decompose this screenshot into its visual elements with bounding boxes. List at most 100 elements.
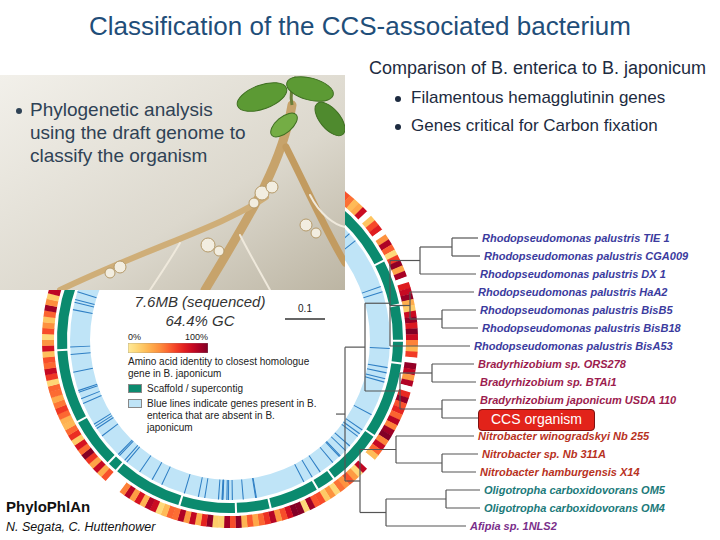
gene-line <box>320 447 334 463</box>
identity-heatmap-ring <box>406 334 418 340</box>
tree-branch <box>386 498 446 499</box>
legend-item: Blue lines indicate genes present in B. … <box>128 398 328 434</box>
node-label: Phylogenetic analysis using the draft ge… <box>30 99 255 167</box>
gene-line <box>218 480 220 500</box>
tree-branch <box>452 255 480 256</box>
taxon-label: Oligotropha carboxidovorans OM4 <box>484 501 665 515</box>
taxon-label: Rhodopseudomonas palustris HaA2 <box>478 285 667 299</box>
identity-heatmap-ring <box>42 334 54 340</box>
node-label: CCS organism <box>491 411 582 429</box>
tree-branch <box>446 507 480 508</box>
gene-line <box>253 478 257 498</box>
gene-line <box>331 436 346 451</box>
root <box>286 147 345 263</box>
gene-line <box>252 478 256 498</box>
rootlet <box>310 195 345 227</box>
bullet-item: Genes critical for Carbon fixation <box>395 116 710 136</box>
nodule <box>311 228 321 238</box>
gene-line <box>79 385 98 393</box>
tree-branch <box>400 372 432 373</box>
identity-heatmap-ring <box>224 516 230 528</box>
gene-line <box>366 373 386 379</box>
gene-line <box>294 464 304 482</box>
gene-line <box>222 480 224 500</box>
gene-line <box>119 441 134 456</box>
gene-line <box>370 347 390 349</box>
gene-line <box>70 346 90 348</box>
credit-text: PhyloPhlAn <box>6 498 90 516</box>
percent-label: 0% <box>128 332 141 343</box>
tree-branch <box>442 453 478 454</box>
gene-line <box>73 309 93 314</box>
taxon-label: Afipia sp. 1NLS2 <box>470 519 557 533</box>
gene-line <box>232 480 233 500</box>
gene-line <box>77 291 96 298</box>
legend-swatch <box>128 384 142 393</box>
bullet-item: Filamentous hemagglutinin genes <box>395 88 710 108</box>
tree-branch <box>360 512 386 513</box>
gene-line <box>126 447 140 463</box>
gene-line <box>96 417 113 429</box>
gene-line <box>221 480 223 500</box>
tree-branch <box>432 363 474 364</box>
tree-branch <box>390 260 420 261</box>
taxon-label: Oligotropha carboxidovorans OM5 <box>484 483 665 497</box>
nodule <box>300 219 312 231</box>
taxon-label: Bradyrhizobium sp. BTAi1 <box>480 375 617 389</box>
gene-line <box>343 422 360 435</box>
gene-line <box>362 286 381 294</box>
gene-line <box>78 384 97 391</box>
bullet-dot <box>395 124 401 130</box>
genome-stats: 7.6MB (sequenced)64.4% GC <box>100 292 300 330</box>
leaf <box>309 97 345 140</box>
tree-branch <box>442 399 476 400</box>
taxon-label: Rhodopseudomonas palustris BisB18 <box>482 321 681 335</box>
identity-heatmap-ring <box>42 345 54 352</box>
gene-line <box>118 440 133 455</box>
nodule <box>105 268 115 278</box>
gene-line <box>226 480 227 500</box>
tree-branch <box>396 462 442 463</box>
credit-text: N. Segata, C. Huttenhower <box>6 520 155 535</box>
gene-line <box>198 477 203 497</box>
gene-line <box>71 352 91 355</box>
tree-branch <box>410 291 474 292</box>
photo-ground <box>0 75 345 290</box>
nodule <box>249 198 259 208</box>
gene-line <box>73 368 93 373</box>
identity-heatmap-ring <box>42 340 54 346</box>
percent-scale: 0%100% <box>128 332 208 343</box>
tree-branch <box>386 525 466 526</box>
slide-title: Classification of the CCS-associated bac… <box>89 10 631 43</box>
scaffold-ring <box>237 499 270 513</box>
nodule <box>114 261 126 273</box>
gene-line <box>367 368 387 373</box>
tree-branch <box>432 381 476 382</box>
gene-line <box>365 376 385 382</box>
leaf <box>267 109 302 142</box>
legend-text: Blue lines indicate genes present in B. … <box>147 398 323 434</box>
gene-line <box>354 405 372 415</box>
legend-item: Amino acid identity to closest homologue… <box>128 356 328 380</box>
gene-line <box>228 480 229 500</box>
taxon-label: Rhodopseudomonas palustris TIE 1 <box>482 231 670 245</box>
leaves <box>233 75 345 141</box>
gene-line <box>204 478 208 498</box>
identity-heatmap-ring <box>230 516 236 528</box>
identity-heatmap-ring <box>406 328 418 335</box>
root <box>60 197 266 290</box>
tree-branch <box>336 413 345 414</box>
tree-branch <box>452 237 478 238</box>
tree-branch <box>442 471 476 472</box>
nodule <box>214 246 224 256</box>
identity-heatmap-ring <box>42 351 54 358</box>
bullet-text: Filamentous hemagglutinin genes <box>411 88 681 108</box>
gene-line <box>325 442 339 457</box>
scaffold-ring <box>390 306 403 340</box>
nodule <box>201 238 215 252</box>
gene-line <box>83 395 102 404</box>
genome-stat: 64.4% GC <box>100 311 300 330</box>
leaf <box>233 77 290 117</box>
bullet-dot <box>395 96 401 102</box>
